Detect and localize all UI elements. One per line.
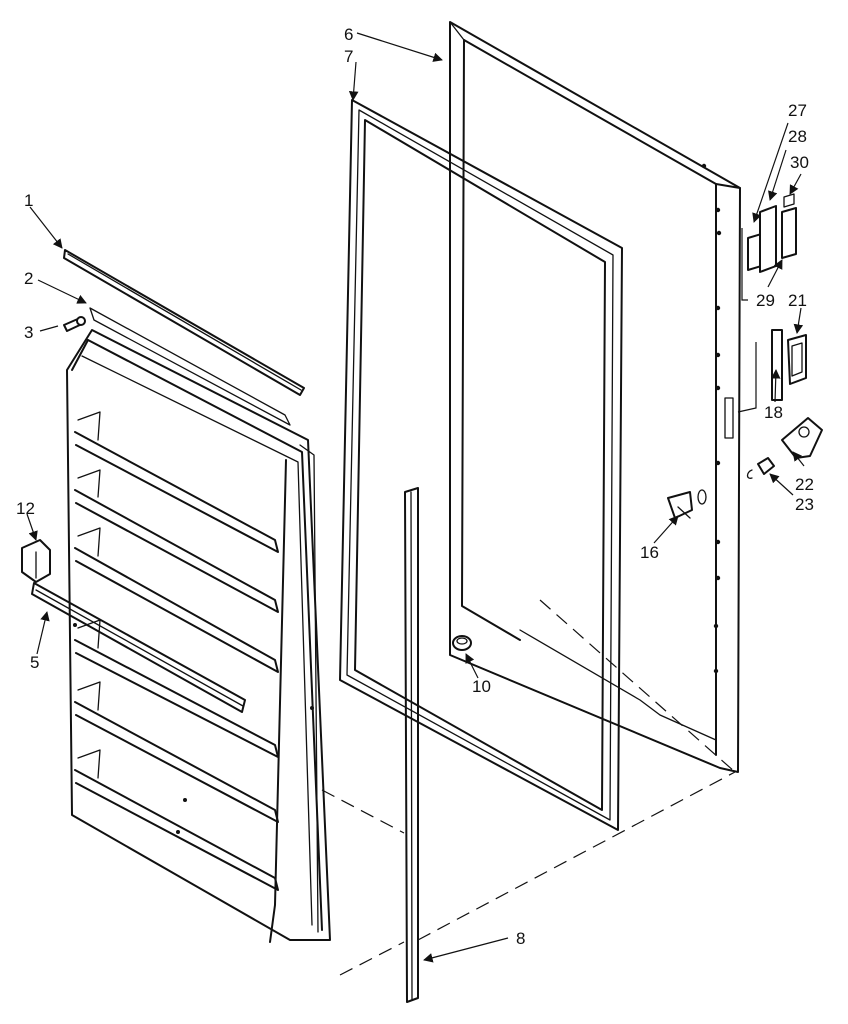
callout-29: 29 (756, 291, 775, 310)
callout-18: 18 (764, 403, 783, 422)
callout-16: 16 (640, 543, 659, 562)
alignment-lines (321, 599, 736, 976)
rail-end-cap (21, 539, 51, 583)
door-gasket (339, 99, 623, 831)
frame-side-holes (701, 163, 734, 674)
callout-21: 21 (788, 291, 807, 310)
callout-12: 12 (16, 499, 35, 518)
callout-7: 7 (344, 47, 353, 66)
callout-30: 30 (790, 153, 809, 172)
leader-lines (26, 32, 805, 963)
callout-22: 22 (795, 475, 814, 494)
callout-23: 23 (795, 495, 814, 514)
callout-6: 6 (344, 25, 353, 44)
door-outer-frame (449, 21, 741, 773)
callout-10: 10 (472, 677, 491, 696)
callout-2: 2 (24, 269, 33, 288)
top-breaker-panel (89, 307, 291, 426)
callout-8: 8 (516, 929, 525, 948)
callout-5: 5 (30, 653, 39, 672)
cam-and-spring (746, 417, 823, 479)
callout-3: 3 (24, 323, 33, 342)
callout-28: 28 (788, 127, 807, 146)
callout-27: 27 (788, 101, 807, 120)
shelf-rail (31, 582, 246, 713)
drain-plug (452, 635, 472, 651)
latch-bracket (667, 489, 707, 519)
screw-part (63, 316, 86, 332)
top-trim-strip (63, 249, 305, 396)
vertical-trim-strip (404, 487, 419, 1003)
handle-parts (737, 329, 807, 413)
callout-labels: 1 2 3 5 6 7 8 10 12 16 18 21 22 23 27 28… (16, 25, 814, 948)
callout-1: 1 (24, 191, 33, 210)
inner-door-liner (66, 329, 331, 943)
